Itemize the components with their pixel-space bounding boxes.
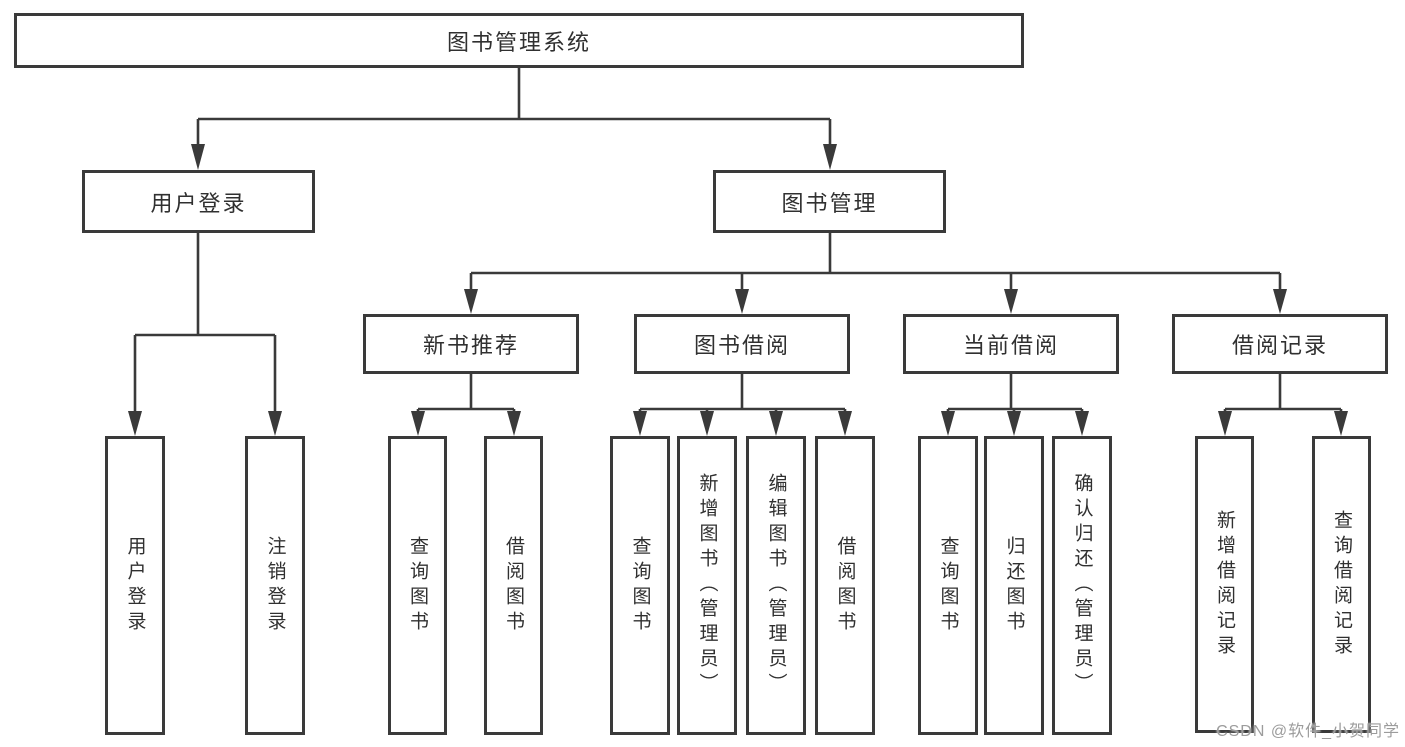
leaf-add-books-admin: 新增图书（管理员） (677, 436, 737, 735)
edge-bookmgmt-to-level3 (469, 233, 1282, 290)
edge-userlogin-to-leaves (133, 233, 277, 412)
edge-bookborrow-to-leaves (638, 374, 847, 412)
leaf-borrow-books-label: 借阅图书 (834, 535, 856, 636)
leaf-edit-books-admin: 编辑图书（管理员） (746, 436, 806, 735)
leaf-confirm-return-admin: 确认归还（管理员） (1052, 436, 1112, 735)
leaf-borrow-books-rec-label: 借阅图书 (503, 535, 524, 636)
leaf-edit-books-admin-label: 编辑图书（管理员） (765, 473, 787, 698)
leaf-query-books-rec: 查询图书 (388, 436, 447, 735)
leaf-add-borrow-record: 新增借阅记录 (1195, 436, 1254, 733)
edge-currentborrow-to-leaves (946, 374, 1084, 412)
leaf-query-borrow-record: 查询借阅记录 (1312, 436, 1371, 733)
node-borrow-record: 借阅记录 (1172, 314, 1388, 374)
leaf-user-login: 用户登录 (105, 436, 165, 735)
arrowheads (128, 144, 1348, 436)
leaf-add-borrow-record-label: 新增借阅记录 (1214, 509, 1235, 660)
edge-root-to-level2 (196, 68, 832, 146)
leaf-logout: 注销登录 (245, 436, 305, 735)
leaf-user-login-label: 用户登录 (124, 535, 146, 636)
leaf-add-books-admin-label: 新增图书（管理员） (696, 473, 718, 698)
leaf-query-books-borrow-label: 查询图书 (629, 535, 651, 636)
node-root-label: 图书管理系统 (446, 29, 591, 55)
node-book-borrow: 图书借阅 (634, 314, 850, 374)
node-root: 图书管理系统 (14, 13, 1024, 68)
node-user-login-label: 用户登录 (150, 190, 247, 216)
node-current-borrow-label: 当前借阅 (962, 333, 1059, 358)
node-user-login: 用户登录 (82, 170, 315, 233)
node-book-borrow-label: 图书借阅 (693, 333, 790, 358)
leaf-query-books-rec-label: 查询图书 (407, 535, 428, 636)
node-book-management-label: 图书管理 (781, 190, 878, 216)
leaf-query-books-current: 查询图书 (918, 436, 978, 735)
leaf-query-borrow-record-label: 查询借阅记录 (1331, 509, 1352, 660)
edge-borrowrecord-to-leaves (1223, 374, 1343, 412)
node-new-book-recommend-label: 新书推荐 (422, 333, 519, 358)
edge-newbookrec-to-leaves (416, 374, 516, 412)
leaf-return-books-label: 归还图书 (1003, 535, 1025, 636)
leaf-logout-label: 注销登录 (264, 535, 286, 636)
node-borrow-record-label: 借阅记录 (1231, 333, 1328, 358)
leaf-borrow-books-rec: 借阅图书 (484, 436, 543, 735)
node-current-borrow: 当前借阅 (903, 314, 1119, 374)
node-new-book-recommend: 新书推荐 (363, 314, 579, 374)
leaf-query-books-borrow: 查询图书 (610, 436, 670, 735)
csdn-watermark: CSDN @软件_小贺同学 (1216, 723, 1400, 740)
leaf-query-books-current-label: 查询图书 (937, 535, 959, 636)
leaf-borrow-books: 借阅图书 (815, 436, 875, 735)
leaf-confirm-return-admin-label: 确认归还（管理员） (1071, 473, 1093, 698)
node-book-management: 图书管理 (713, 170, 946, 233)
leaf-return-books: 归还图书 (984, 436, 1044, 735)
